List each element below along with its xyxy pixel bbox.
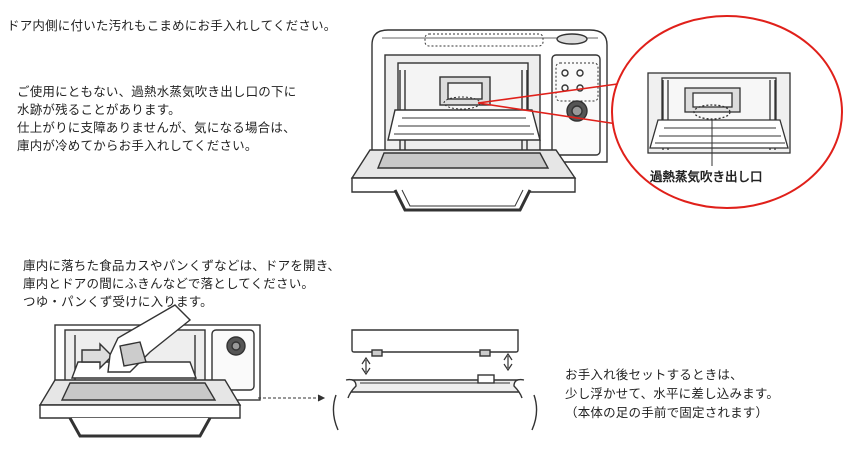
- crumbs-note-line: 庫内とドアの間にふきんなどで落としてください。: [23, 276, 315, 291]
- crumb-tray-illustration: [332, 329, 538, 431]
- steam-note-line: 庫内が冷めてからお手入れしてください。: [17, 138, 258, 153]
- reset-note-line: 少し浮かせて、水平に差し込みます。: [565, 386, 780, 401]
- crumbs-note-line: つゆ・パンくず受けに入ります。: [23, 294, 213, 309]
- reset-note-line: お手入れ後セットするときは、: [565, 367, 743, 382]
- crumbs-note-line: 庫内に落ちた食品カスやパンくずなどは、ドアを開き、: [23, 258, 341, 273]
- steam-outlet-label: 過熱蒸気吹き出し口: [650, 169, 763, 184]
- reset-note-line: （本体の足の手前で固定されます）: [565, 405, 769, 420]
- steam-note-line: 仕上がりに支障ありませんが、気になる場合は、: [17, 120, 296, 135]
- steam-note-line: 水跡が残ることがあります。: [17, 102, 181, 117]
- steam-outlet-note: ご使用にともない、過熱水蒸気吹き出し口の下に水跡が残ることがあります。仕上がりに…: [17, 65, 296, 173]
- steam-note-line: ご使用にともない、過熱水蒸気吹き出し口の下に: [17, 84, 297, 99]
- reset-note: お手入れ後セットするときは、少し浮かせて、水平に差し込みます。 （本体の足の手前で…: [565, 346, 779, 441]
- steam-outlet-zoom: [611, 15, 843, 209]
- door-inside-note: ドア内側に付いた汚れもこまめにお手入れしてください。: [7, 18, 337, 33]
- crumbs-note: 庫内に落ちた食品カスやパンくずなどは、ドアを開き、庫内とドアの間にふきんなどで落…: [23, 239, 340, 329]
- hand-wiping-illustration: [38, 304, 261, 438]
